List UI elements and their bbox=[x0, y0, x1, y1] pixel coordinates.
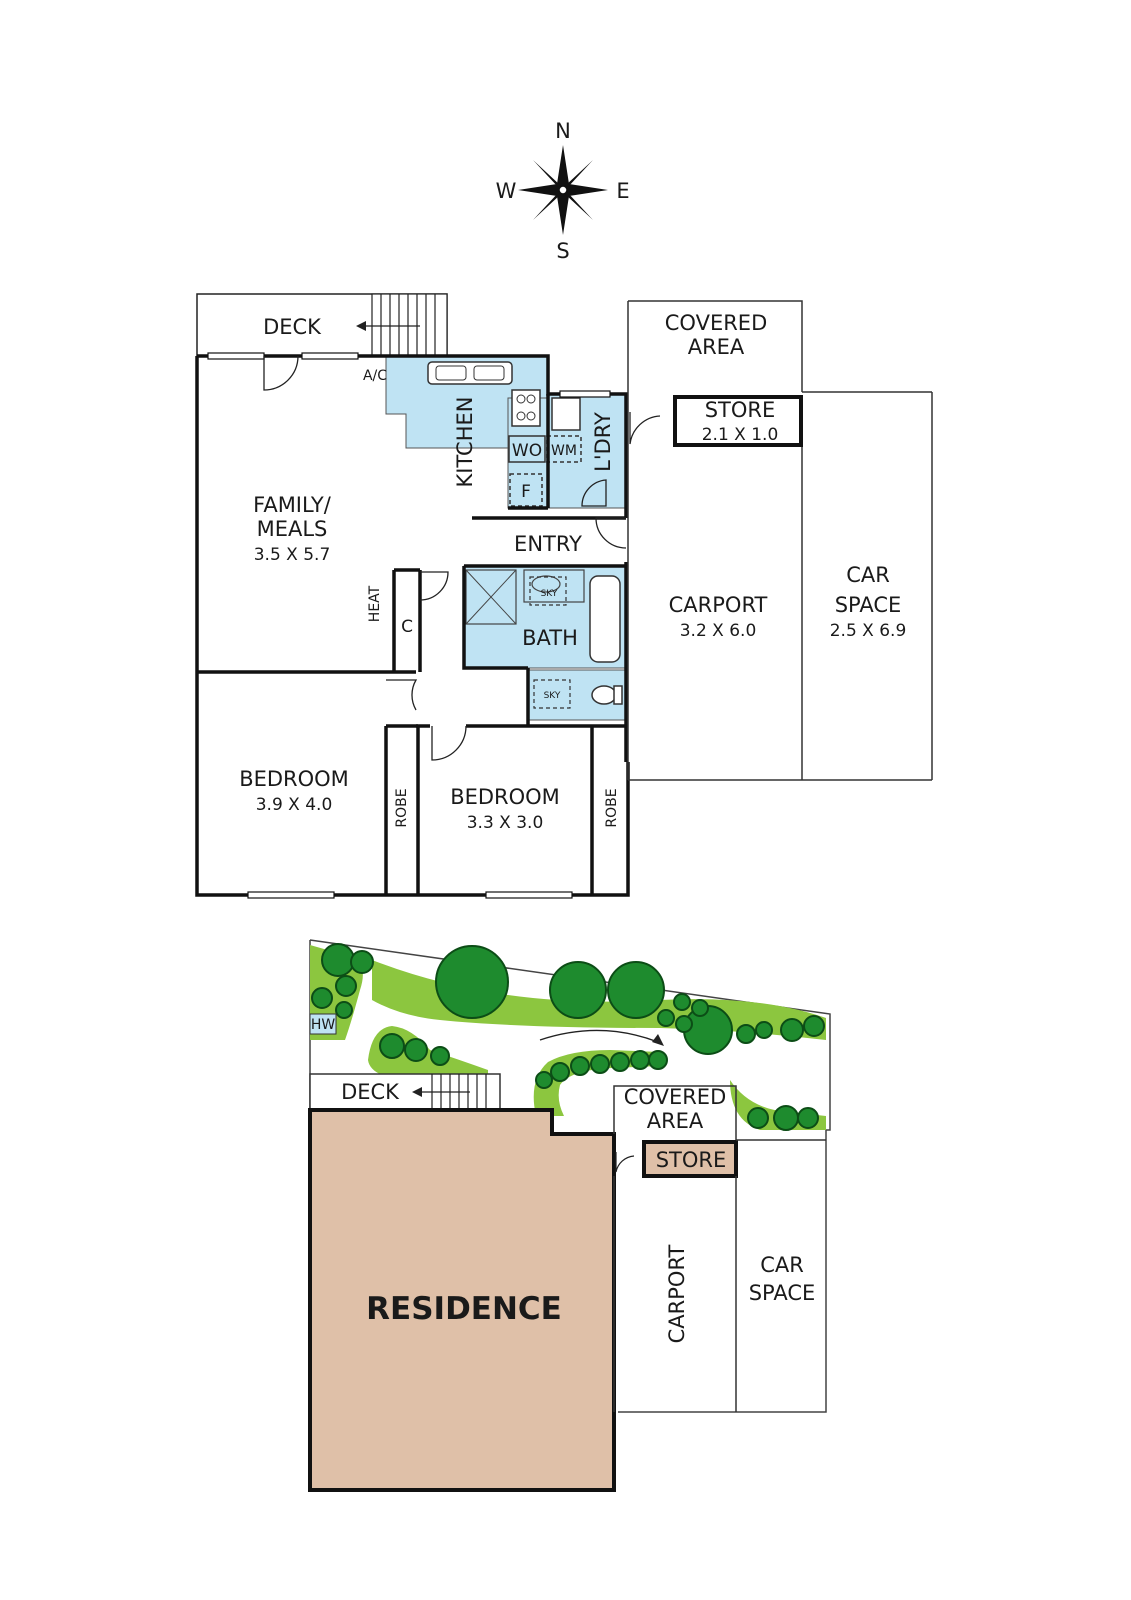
covered-area-label-1: COVERED bbox=[665, 311, 768, 335]
carport-label: CARPORT bbox=[669, 593, 768, 617]
family-label-1: FAMILY/ bbox=[253, 493, 332, 517]
bathtub bbox=[589, 575, 621, 663]
toilet bbox=[591, 685, 617, 705]
deck-stairs bbox=[358, 293, 448, 357]
site-store bbox=[642, 1140, 738, 1178]
site-covered-area bbox=[613, 1085, 737, 1140]
hw-label: HW bbox=[311, 1017, 336, 1033]
doors bbox=[263, 355, 661, 761]
laundry-trough bbox=[551, 397, 581, 431]
heat-label: HEAT bbox=[367, 585, 383, 622]
carport-outline bbox=[627, 300, 933, 781]
bedroom2-dimensions: 3.3 X 3.0 bbox=[467, 813, 544, 833]
site-store-door bbox=[615, 1152, 635, 1173]
car-space-dimensions: 2.5 X 6.9 bbox=[830, 621, 907, 641]
vanity bbox=[523, 569, 585, 603]
cupboard-label: C bbox=[401, 617, 413, 637]
robe-label-1: ROBE bbox=[394, 788, 410, 827]
bath-label: BATH bbox=[522, 626, 578, 650]
house-walls bbox=[195, 354, 630, 897]
site-deck-label: DECK bbox=[341, 1080, 400, 1104]
site-plan bbox=[308, 939, 831, 1492]
car-space-label-2: SPACE bbox=[835, 593, 902, 617]
deck-arrow-icon bbox=[356, 321, 366, 331]
site-covered-area-label-2: AREA bbox=[647, 1109, 704, 1133]
site-store-label: STORE bbox=[656, 1148, 727, 1172]
covered-area-label-2: AREA bbox=[688, 335, 745, 359]
kitchen-sink bbox=[427, 361, 513, 385]
hot-water-unit bbox=[309, 1013, 337, 1035]
robe-label-2: ROBE bbox=[604, 788, 620, 827]
skylight-label-2: SKY bbox=[544, 691, 561, 701]
site-car-space-label-1: CAR bbox=[760, 1253, 804, 1277]
bedroom1-dimensions: 3.9 X 4.0 bbox=[256, 795, 333, 815]
washing-machine-label: WM bbox=[551, 443, 577, 459]
site-deck-arrow-icon bbox=[412, 1087, 422, 1097]
laundry-label: L'DRY bbox=[591, 412, 615, 472]
bedroom2-label: BEDROOM bbox=[450, 785, 560, 809]
residence-label: RESIDENCE bbox=[366, 1291, 562, 1327]
store-box bbox=[673, 395, 803, 447]
trees bbox=[311, 943, 825, 1131]
carport-dimensions: 3.2 X 6.0 bbox=[680, 621, 757, 641]
driveway-arrow-icon bbox=[539, 1029, 659, 1043]
compass-south: S bbox=[556, 239, 569, 263]
site-carport bbox=[613, 1139, 826, 1412]
deck-label: DECK bbox=[263, 315, 322, 339]
store-label: STORE bbox=[705, 398, 776, 422]
site-carport-label: CARPORT bbox=[665, 1244, 689, 1343]
site-car-space-label-2: SPACE bbox=[749, 1281, 816, 1305]
cooktop bbox=[511, 389, 541, 427]
car-space-label-1: CAR bbox=[846, 563, 890, 587]
site-deck-stairs bbox=[420, 1074, 487, 1110]
family-label-2: MEALS bbox=[257, 517, 328, 541]
entry-label: ENTRY bbox=[514, 532, 582, 556]
fridge-label: F bbox=[521, 482, 531, 502]
family-dimensions: 3.5 X 5.7 bbox=[254, 545, 331, 565]
shower bbox=[465, 569, 517, 625]
ac-label: A/C bbox=[363, 368, 387, 384]
compass-east: E bbox=[616, 179, 629, 203]
site-covered-area-label-1: COVERED bbox=[624, 1085, 727, 1109]
compass-rose-icon bbox=[518, 145, 608, 235]
store-dimensions: 2.1 X 1.0 bbox=[702, 425, 779, 445]
site-deck bbox=[309, 1073, 501, 1111]
bedroom1-label: BEDROOM bbox=[239, 767, 349, 791]
floor-plan bbox=[195, 293, 933, 899]
compass-north: N bbox=[555, 119, 571, 143]
compass-west: W bbox=[496, 179, 517, 203]
kitchen-label: KITCHEN bbox=[453, 397, 477, 488]
wall-oven-label: WO bbox=[512, 441, 542, 461]
skylight-label-1: SKY bbox=[541, 589, 558, 599]
